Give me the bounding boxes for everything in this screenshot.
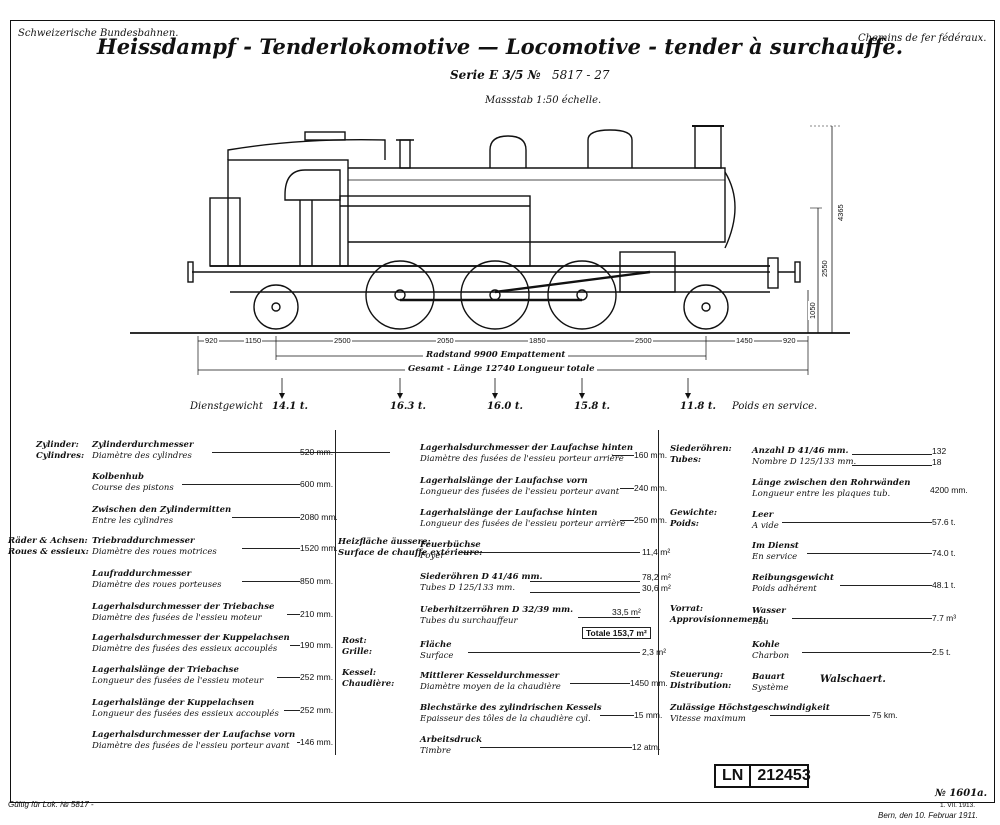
axle-weight-5: 11.8 t. — [680, 401, 716, 412]
weight-label-fr: Poids en service. — [732, 401, 818, 412]
series-label: Serie E 3/5 № — [450, 68, 541, 82]
group-valve-gear: Steuerung:Distribution: — [670, 670, 732, 691]
dim-height-total: 4365 — [836, 203, 845, 222]
spec-superheater-surface: Ueberhitzerröhren D 32/39 mm.Tubes du su… — [420, 605, 641, 626]
group-boiler: Kessel:Chaudière: — [342, 668, 395, 689]
group-cylinders: Zylinder:Cylindres: — [36, 440, 85, 461]
dim-height-boiler: 2550 — [820, 259, 829, 278]
dim-axle-3-4: 2050 — [436, 336, 455, 345]
group-tubes: Siederöhren:Tubes: — [670, 444, 732, 465]
group-grate: Rost:Grille: — [342, 636, 372, 657]
sheet-number: № 1601a. — [935, 788, 988, 799]
dim-height-buffer: 1050 — [808, 301, 817, 320]
group-weights: Gewichte:Poids: — [670, 508, 718, 529]
dim-axle-1-2: 1150 — [244, 336, 263, 345]
group-heating-surface: Heizfläche äussere:Surface de chauffe ex… — [338, 537, 483, 558]
railway-name-fr: Chemins de fer fédéraux. — [858, 33, 987, 44]
stamp-number: 212453 — [757, 767, 811, 784]
weight-label-de: Dienstgewicht — [190, 401, 263, 412]
revision-date: 1. VII. 1913. — [940, 802, 976, 809]
axle-weight-1: 14.1 t. — [272, 401, 308, 412]
wheelbase-label: Radstand 9900 Empattement — [423, 350, 569, 360]
dim-front-axle: 1450 — [735, 336, 754, 345]
scale-label: Massstab 1:50 échelle. — [485, 95, 602, 106]
group-wheels-axles: Räder & Achsen:Roues & essieux: — [8, 536, 89, 557]
railway-name-de: Schweizerische Bundesbahnen. — [18, 28, 179, 39]
stamp-prefix: LN — [716, 766, 752, 786]
spec-rear-axle-journal-diameter: Lagerhalsdurchmesser der Laufachse hinte… — [420, 443, 668, 464]
archive-stamp: LN 212453 — [714, 764, 811, 788]
spec-tube-count: Anzahl D 41/46 mm.Nombre D 125/133 mm.13… — [752, 446, 947, 467]
spec-tubes-surface: Siederöhren D 41/46 mm.Tubes D 125/133 m… — [420, 572, 671, 593]
total-heating-surface: Totale 153,7 m² — [582, 627, 651, 639]
valid-for-note: Gültig für Lok. № 5817 - — [8, 800, 94, 809]
series-number: 5817 - 27 — [552, 68, 610, 82]
drawing-title: Heissdampf - Tenderlokomotive — Locomoti… — [96, 34, 904, 59]
locomotive-elevation-drawing — [130, 125, 850, 399]
column-divider-2 — [658, 430, 659, 755]
group-supplies: Vorrat:Approvisionnement: — [670, 604, 766, 625]
dim-axle-2-3: 2500 — [333, 336, 352, 345]
axle-weight-4: 15.8 t. — [574, 401, 610, 412]
overall-length-label: Gesamt - Länge 12740 Longueur totale — [405, 364, 598, 374]
axle-weight-3: 16.0 t. — [487, 401, 523, 412]
dim-front-overhang: 920 — [782, 336, 797, 345]
dim-axle-5-6: 2500 — [634, 336, 653, 345]
dim-rear-overhang: 920 — [204, 336, 219, 345]
drawing-sheet-border — [10, 20, 995, 803]
dim-axle-4-5: 1850 — [528, 336, 547, 345]
axle-weight-2: 16.3 t. — [390, 401, 426, 412]
column-divider-1 — [335, 430, 336, 755]
place-and-date: Bern, den 10. Februar 1911. — [878, 811, 978, 820]
